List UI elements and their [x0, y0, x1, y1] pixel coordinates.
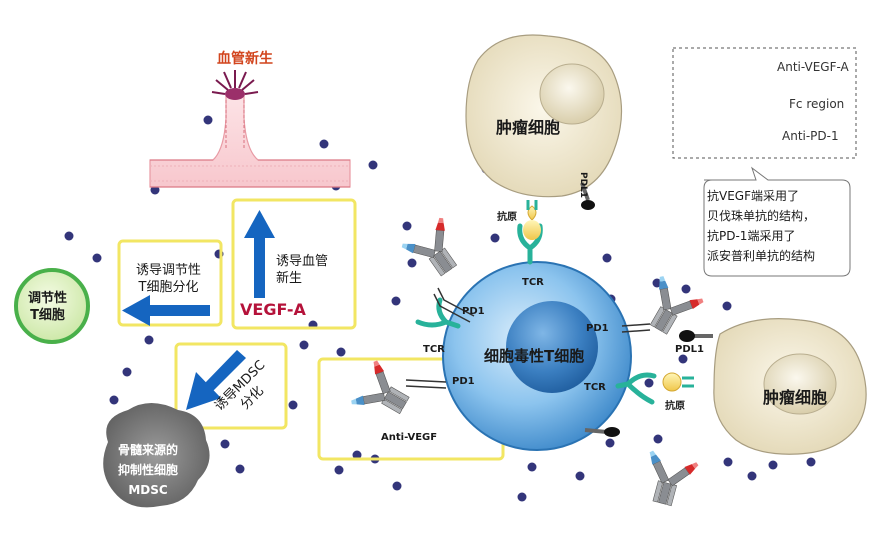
- pdl1-right-label: PDL1: [675, 344, 704, 355]
- angiogenesis-label: 血管新生: [217, 51, 273, 67]
- treg-highlight-box: [117, 239, 223, 327]
- legend-fc-region: Fc region: [789, 97, 845, 111]
- sprouting-vessel-tip: [211, 70, 259, 100]
- regulatory-t-cell: [14, 268, 90, 344]
- cytotoxic-t-cell: [442, 261, 632, 451]
- mdsc-highlight-box: [174, 342, 288, 430]
- mdsc-cell: [103, 403, 210, 508]
- antigen-right-label: 抗原: [665, 401, 685, 412]
- arrow-left: [122, 295, 210, 326]
- legend-anti-vegf-a: Anti-VEGF-A: [777, 60, 849, 74]
- tumor-cell-right: [713, 318, 867, 455]
- mdsc-label: 骨髓来源的 抑制性细胞 MDSC: [118, 443, 179, 497]
- pd1-pdl1-molecules: [405, 182, 713, 437]
- tcr-top-label: TCR: [522, 277, 544, 288]
- tumor-cell-top: [465, 34, 623, 198]
- cytotoxic-t-cell-label: 细胞毒性T细胞: [484, 347, 585, 365]
- treg-label: 调节性 T细胞: [28, 291, 68, 323]
- tumor-cell-top-label: 肿瘤细胞: [496, 118, 561, 137]
- blood-vessel: [149, 94, 351, 188]
- pd1-top-label: PD1: [462, 306, 485, 317]
- tcr-left-label: TCR: [423, 344, 445, 355]
- pd1-anti-label: PD1: [452, 376, 475, 387]
- legend-box: [672, 47, 857, 159]
- legend-anti-pd1: Anti-PD-1: [782, 129, 839, 143]
- note-text: 抗VEGF端采用了 贝伐珠单抗的结构， 抗PD-1端采用了 派安普利单抗的结构: [707, 189, 816, 263]
- tumor-cell-right-label: 肿瘤细胞: [763, 388, 828, 407]
- induce-treg-label: 诱导调节性 T细胞分化: [136, 263, 202, 295]
- induce-vessel-label: 诱导血管 新生: [276, 254, 329, 286]
- tcr-right-label: TCR: [584, 382, 606, 393]
- vegf-a-label: VEGF-A: [240, 300, 306, 319]
- arrow-up: [244, 210, 275, 298]
- antigen-molecules: [523, 200, 694, 392]
- antigen-top-label: 抗原: [497, 212, 517, 223]
- arrow-down-left: [186, 350, 246, 410]
- pd1-right-label: PD1: [586, 323, 609, 334]
- note-callout: [703, 166, 851, 277]
- anti-vegf-label: Anti-VEGF: [381, 432, 438, 443]
- vegf-highlight-box: [231, 198, 357, 330]
- tcr-receptors: [415, 223, 657, 405]
- pdl1-top-label: PDL1: [578, 172, 588, 199]
